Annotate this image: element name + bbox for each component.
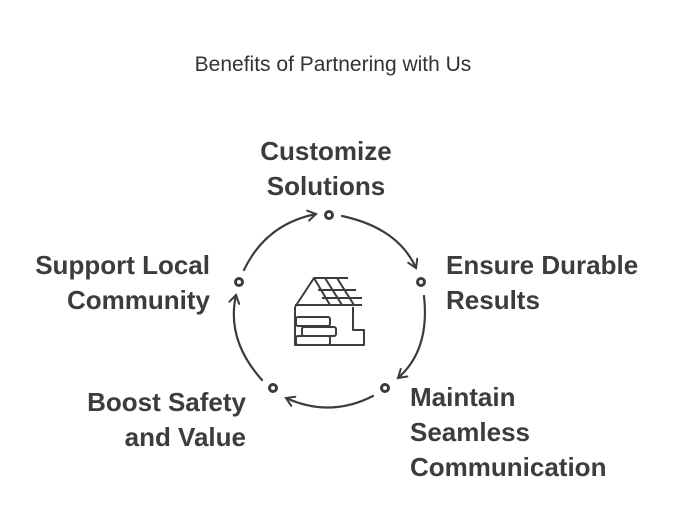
- step-boost-safety-value: Boost Safety and Value: [87, 385, 246, 455]
- step-label-line: Seamless: [410, 417, 530, 447]
- step-label-line: Communication: [410, 452, 607, 482]
- step-customize-solutions: Customize Solutions: [250, 134, 402, 204]
- step-maintain-communication: Maintain Seamless Communication: [410, 380, 606, 485]
- arrow-5-to-1: [242, 209, 318, 272]
- house-construction-icon: [294, 277, 365, 346]
- node-dot-1: [324, 210, 334, 220]
- step-label-line: Community: [67, 285, 210, 315]
- arrow-4-to-5: [228, 293, 264, 382]
- node-dot-4: [268, 383, 278, 393]
- arrow-3-to-4: [284, 394, 375, 409]
- step-label-line: Support Local: [35, 250, 210, 280]
- node-dot-3: [380, 383, 390, 393]
- step-label-line: Customize: [260, 136, 392, 166]
- step-label-line: Ensure Durable: [446, 250, 639, 280]
- step-label-line: Maintain: [410, 382, 516, 412]
- step-label-line: Boost Safety: [87, 387, 246, 417]
- step-label-line: Results: [446, 285, 540, 315]
- arrow-1-to-2: [340, 214, 419, 270]
- arrow-2-to-3: [396, 294, 426, 380]
- step-label-line: Solutions: [266, 171, 386, 201]
- step-label-line: and Value: [124, 422, 246, 452]
- step-support-local-community: Support Local Community: [35, 248, 210, 318]
- node-dot-5: [234, 277, 244, 287]
- node-dot-2: [416, 277, 426, 287]
- step-ensure-durable-results: Ensure Durable Results: [446, 248, 638, 318]
- diagram-title: Benefits of Partnering with Us: [194, 53, 472, 76]
